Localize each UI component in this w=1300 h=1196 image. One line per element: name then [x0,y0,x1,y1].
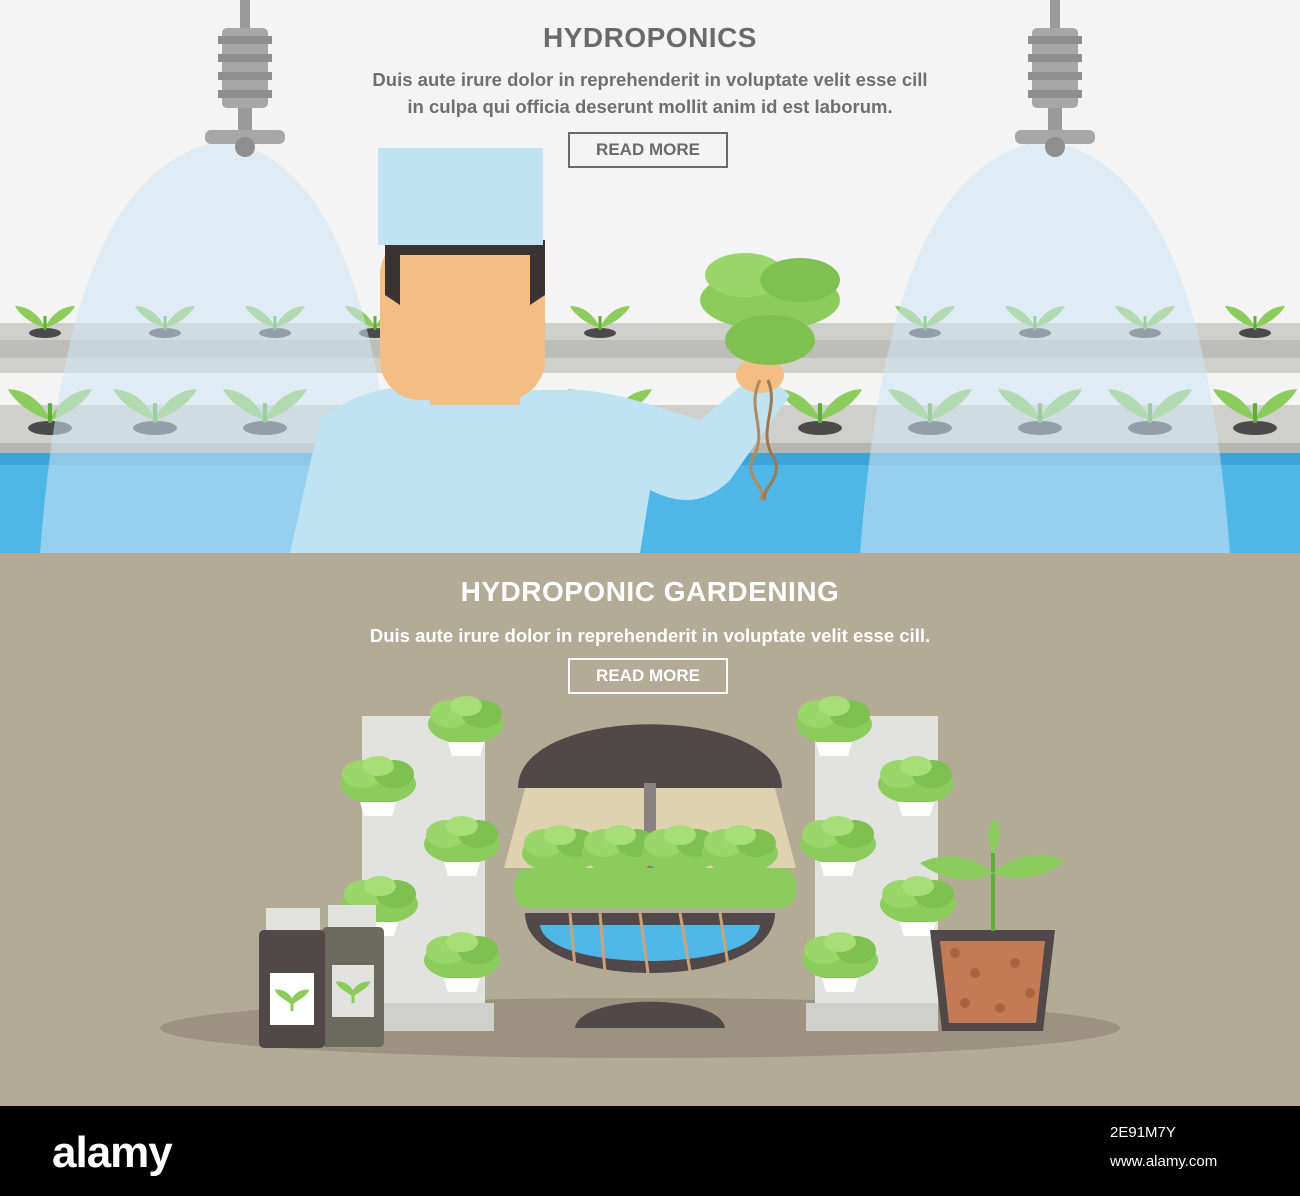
water-spray-right [860,140,1230,553]
greenhouse-illustration [0,0,1300,553]
banner-title: HYDROPONIC GARDENING [460,576,840,607]
indoor-garden-illustration [160,696,1120,1058]
bottle-icon [322,905,384,1047]
sprinkler-icon [1015,0,1095,157]
vertical-tower-right [796,696,956,1031]
hydroponic-gardening-banner: HYDROPONIC GARDENING Duis aute irure dol… [0,553,1300,1106]
planter-bowl [514,825,796,1028]
gardener-figure [290,148,790,553]
description-line-1: Duis aute irure dolor in reprehenderit i… [372,69,928,90]
bottle-icon [259,908,325,1048]
read-more-button[interactable]: READ MORE [568,658,728,694]
site-url-label: www.alamy.com [1110,1153,1218,1170]
banner-description: Duis aute irure dolor in reprehenderit i… [200,66,1100,120]
water-spray-left [40,140,400,553]
banner-description: Duis aute irure dolor in reprehenderit i… [369,625,931,646]
description-line-2: in culpa qui officia deserunt mollit ani… [407,96,893,117]
seedling-icon [700,253,840,502]
stock-footer-bar: alamy 2E91M7Y www.alamy.com [0,1106,1300,1196]
image-id-label: 2E91M7Y [1110,1124,1176,1141]
read-more-button[interactable]: READ MORE [568,132,728,168]
sprinkler-icon [205,0,285,157]
brand-logo: alamy [52,1128,173,1177]
hydroponics-banner: HYDROPONICS Duis aute irure dolor in rep… [0,0,1300,553]
banner-title: HYDROPONICS [543,22,757,53]
pot-icon [920,818,1065,1031]
